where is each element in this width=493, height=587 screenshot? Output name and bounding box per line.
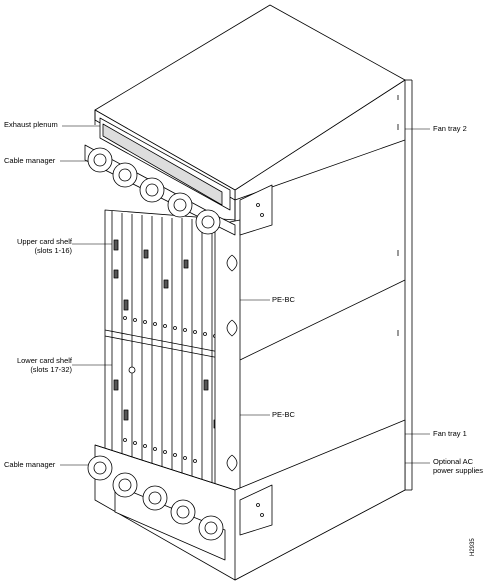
label-pe-bc-upper: PE-BC [272, 295, 295, 304]
cable-manager-top [84, 144, 236, 236]
figure-id: H2935 [470, 538, 476, 556]
label-fan-tray-1: Fan tray 1 [433, 429, 467, 438]
label-fan-tray-2: Fan tray 2 [433, 124, 467, 133]
label-optional-ac: Optional AC [433, 457, 474, 466]
mounting-brackets [239, 184, 273, 536]
label-cable-manager-bottom: Cable manager [4, 460, 56, 469]
label-upper-card-shelf-slots: (slots 1-16) [34, 246, 72, 255]
label-lower-card-shelf-slots: (slots 17-32) [30, 365, 72, 374]
exhaust-plenum-box [94, 4, 406, 211]
leader-lines [60, 125, 430, 466]
pe-bc-panel [214, 219, 241, 507]
label-pe-bc-lower: PE-BC [272, 410, 295, 419]
label-upper-card-shelf: Upper card shelf [16, 237, 72, 246]
card-cage [104, 209, 236, 501]
cable-manager-bottom [87, 455, 224, 541]
label-cable-manager-top: Cable manager [4, 156, 56, 165]
label-power-supplies: power supplies [433, 466, 484, 475]
label-exhaust-plenum: Exhaust plenum [4, 120, 58, 129]
label-lower-card-shelf: Lower card shelf [16, 356, 72, 365]
